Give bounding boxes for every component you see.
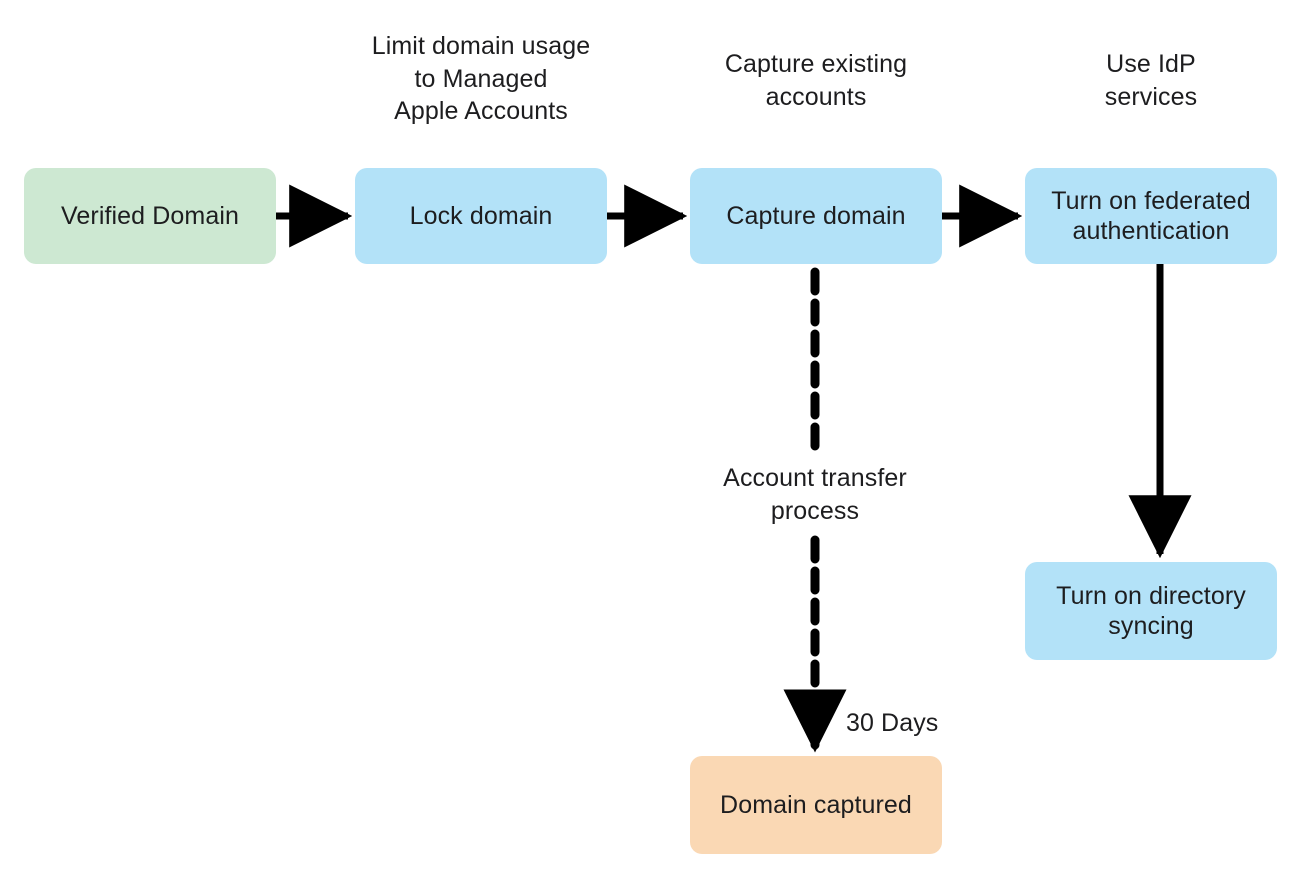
caption-federated-authentication: Use IdP services [1104, 50, 1198, 111]
caption-lock-domain: Limit domain usage to Managed Apple Acco… [371, 32, 591, 125]
node-verified-domain[interactable]: Verified Domain [24, 168, 276, 264]
caption-capture-domain: Capture existing accounts [724, 50, 908, 111]
node-capture-domain[interactable]: Capture domain [690, 168, 942, 264]
node-turn-on-federated-authentication[interactable]: Turn on federated authentication [1025, 168, 1277, 264]
edge-label-account-transfer-process: Account transfer process [723, 464, 907, 525]
node-domain-captured[interactable]: Domain captured [690, 756, 942, 854]
edge-label-30-days: 30 Days [846, 709, 939, 737]
node-lock-domain[interactable]: Lock domain [355, 168, 607, 264]
node-turn-on-directory-syncing[interactable]: Turn on directory syncing [1025, 562, 1277, 660]
